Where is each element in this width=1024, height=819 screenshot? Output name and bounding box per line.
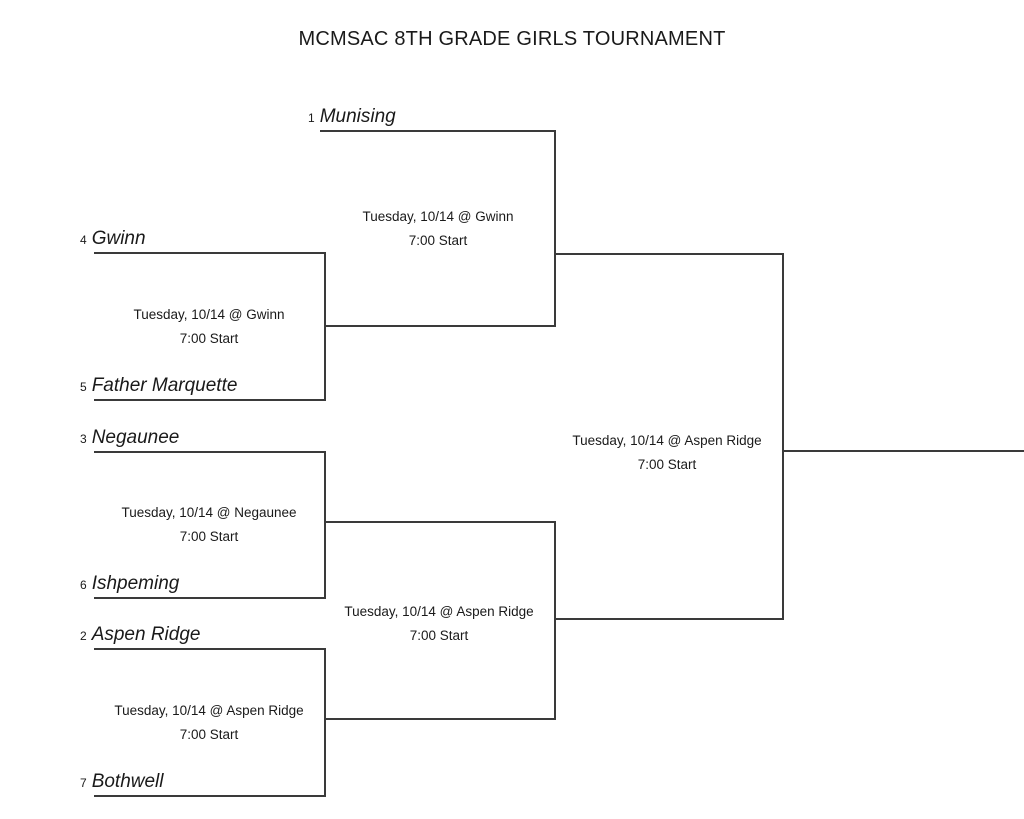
bracket-line-bothwell-slot (94, 795, 326, 797)
bracket-line-aspen-ridge-slot (94, 648, 326, 650)
game-start-time: 7:00 Start (409, 628, 469, 644)
bracket-line-semifinal-lower-upper-slot (324, 521, 556, 523)
bracket-line-negaunee-slot (94, 451, 326, 453)
game-info-negaunee-vs-ishpeming: Tuesday, 10/14 @ Negaunee 7:00 Start (92, 501, 326, 549)
bracket-line-final-upper-slot (554, 253, 784, 255)
seed-number: 7 (80, 776, 87, 790)
team-slot-aspen-ridge[interactable]: 2 Aspen Ridge (80, 625, 200, 644)
bracket-line-semifinal-upper-lower-slot (324, 325, 556, 327)
game-when-where: Tuesday, 10/14 @ Gwinn (133, 307, 285, 322)
bracket-line-qf-aspen-ridge-connector (324, 648, 326, 795)
game-when-where: Tuesday, 10/14 @ Gwinn (362, 209, 514, 224)
seed-number: 4 (80, 233, 87, 247)
team-name: Aspen Ridge (91, 624, 201, 645)
seed-number: 6 (80, 578, 87, 592)
team-slot-negaunee[interactable]: 3 Negaunee (80, 428, 179, 447)
game-when-where: Tuesday, 10/14 @ Aspen Ridge (572, 433, 762, 448)
seed-number: 5 (80, 380, 87, 394)
bracket-line-father-marquette-slot (94, 399, 326, 401)
bracket-line-semifinal-upper-connector (554, 130, 556, 327)
bracket-line-munising-slot (320, 130, 556, 132)
seed-number: 1 (308, 111, 315, 125)
game-start-time: 7:00 Start (179, 331, 239, 347)
seed-number: 2 (80, 629, 87, 643)
bracket-line-final-lower-slot (554, 618, 784, 620)
team-slot-father-marquette[interactable]: 5 Father Marquette (80, 376, 237, 395)
page-title: MCMSAC 8TH GRADE GIRLS TOURNAMENT (298, 28, 726, 50)
game-when-where: Tuesday, 10/14 @ Aspen Ridge (114, 703, 304, 718)
seed-number: 3 (80, 432, 87, 446)
team-slot-bothwell[interactable]: 7 Bothwell (80, 772, 164, 791)
game-when-where: Tuesday, 10/14 @ Aspen Ridge (344, 604, 534, 619)
game-info-final: Tuesday, 10/14 @ Aspen Ridge 7:00 Start (551, 429, 783, 477)
game-info-gwinn-vs-father-marquette: Tuesday, 10/14 @ Gwinn 7:00 Start (92, 303, 326, 351)
bracket-line-qf-gwinn-connector (324, 252, 326, 401)
team-slot-munising[interactable]: 1 Munising (308, 107, 396, 126)
game-start-time: 7:00 Start (637, 457, 697, 473)
team-name: Gwinn (91, 228, 146, 249)
game-info-semifinal-upper: Tuesday, 10/14 @ Gwinn 7:00 Start (320, 205, 556, 253)
game-info-aspen-ridge-vs-bothwell: Tuesday, 10/14 @ Aspen Ridge 7:00 Start (92, 699, 326, 747)
team-name: Negaunee (91, 427, 180, 448)
bracket-line-semifinal-lower-lower-slot (324, 718, 556, 720)
team-slot-ishpeming[interactable]: 6 Ishpeming (80, 574, 179, 593)
game-info-semifinal-lower: Tuesday, 10/14 @ Aspen Ridge 7:00 Start (322, 600, 556, 648)
team-name: Ishpeming (91, 573, 180, 594)
team-slot-gwinn[interactable]: 4 Gwinn (80, 229, 146, 248)
bracket-line-qf-negaunee-connector (324, 451, 326, 599)
bracket-line-champion-slot (782, 450, 1024, 452)
bracket-line-ishpeming-slot (94, 597, 326, 599)
bracket-line-semifinal-lower-connector (554, 521, 556, 720)
bracket-line-final-connector (782, 253, 784, 620)
game-start-time: 7:00 Start (408, 233, 468, 249)
team-name: Munising (319, 106, 396, 127)
game-when-where: Tuesday, 10/14 @ Negaunee (121, 505, 297, 520)
game-start-time: 7:00 Start (179, 529, 239, 545)
bracket-line-gwinn-slot (94, 252, 326, 254)
team-name: Bothwell (91, 771, 164, 792)
team-name: Father Marquette (91, 375, 238, 396)
game-start-time: 7:00 Start (179, 727, 239, 743)
